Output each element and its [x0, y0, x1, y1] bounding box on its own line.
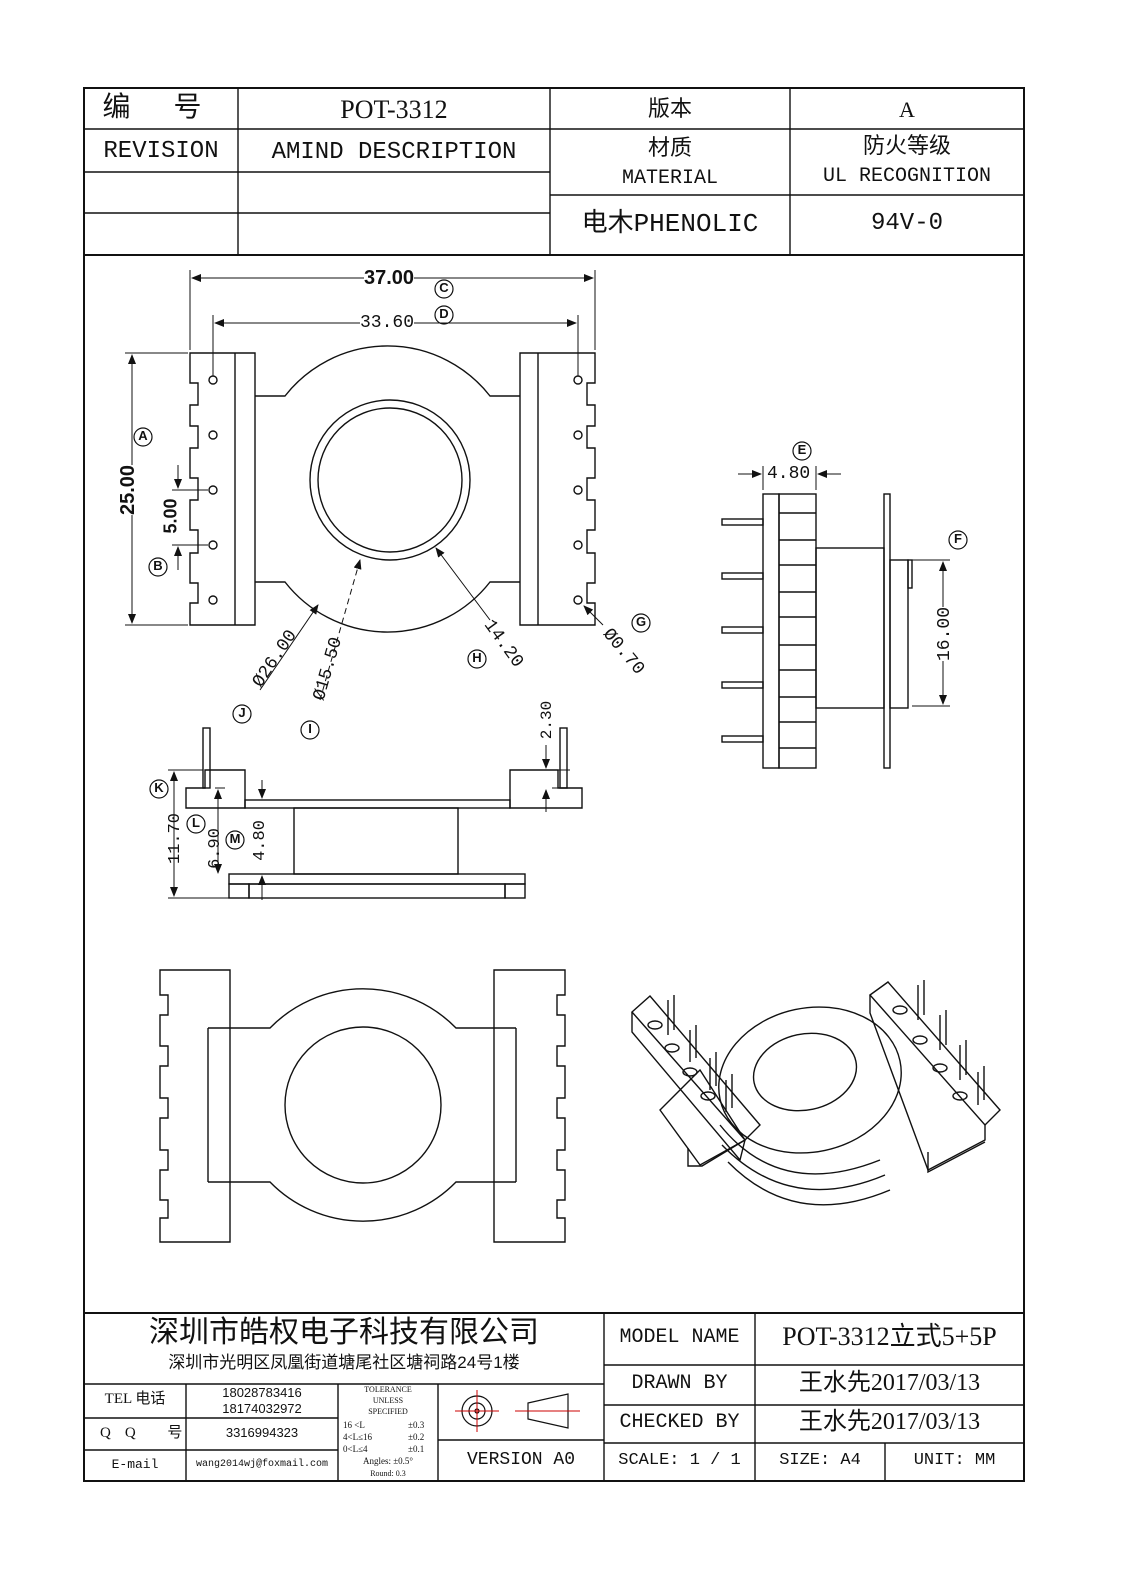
- part-no-label: 编 号: [102, 92, 220, 123]
- tolerance-value-2: ±0.2: [408, 1432, 425, 1442]
- ul-value: 94V-0: [870, 210, 943, 237]
- ul-label-en: UL RECOGNITION: [822, 165, 992, 188]
- footer-table-lines: [84, 1312, 1024, 1481]
- tel-1: 18028783416: [222, 1385, 302, 1400]
- header-table-lines: [84, 88, 1024, 256]
- dim-16: 16.00: [935, 606, 956, 662]
- tel-label: TEL 电话: [104, 1391, 166, 1407]
- version-label: 版本: [647, 96, 692, 121]
- scale: SCALE: 1 / 1: [618, 1451, 741, 1470]
- marker-c: C: [439, 280, 449, 295]
- drawn-by-label: DRAWN BY: [631, 1372, 728, 1395]
- revision-label: REVISION: [103, 138, 219, 165]
- marker-h: H: [472, 650, 482, 665]
- sheet-border: [83, 87, 1025, 1482]
- marker-k: K: [154, 780, 164, 795]
- side-view-dimensions: [738, 466, 950, 707]
- tolerance-value-1: ±0.3: [408, 1420, 425, 1430]
- material-value: 电木PHENOLIC: [581, 209, 759, 239]
- version-a0: VERSION A0: [466, 1450, 576, 1470]
- qq-label: QQ 号: [100, 1425, 197, 1441]
- material-label-en: MATERIAL: [621, 167, 718, 190]
- marker-j: J: [238, 705, 246, 720]
- email-address: wang2014wj@foxmail.com: [195, 1459, 329, 1470]
- marker-e: E: [797, 442, 807, 457]
- marker-d: D: [439, 306, 449, 321]
- checked-by: 王水先2017/03/13: [798, 1409, 981, 1435]
- ul-label-cn: 防火等级: [862, 133, 951, 158]
- tolerance-range-3: 0<L≤4: [343, 1444, 368, 1454]
- model-name-label: MODEL NAME: [619, 1326, 740, 1349]
- dim-11-7: 11.70: [166, 812, 186, 865]
- dim-4-8-front: 4.80: [250, 820, 270, 861]
- part-no: POT-3312: [340, 95, 448, 124]
- front-view-dimensions: [168, 745, 570, 900]
- drawn-by: 王水先2017/03/13: [798, 1370, 981, 1396]
- iso-view: [631, 980, 1001, 1206]
- projection-symbol: [455, 1390, 580, 1432]
- marker-g: G: [635, 614, 647, 629]
- dim-25: 25.00: [117, 464, 140, 516]
- tolerance-angles: Angles: ±0.5°: [362, 1456, 414, 1466]
- amind-description-label: AMIND DESCRIPTION: [271, 139, 517, 166]
- top-view: [189, 345, 596, 633]
- model-name: POT-3312立式5+5P: [782, 1322, 997, 1351]
- marker-f: F: [954, 531, 962, 546]
- top-view-dimensions: [125, 270, 604, 701]
- unit: UNIT: MM: [913, 1451, 996, 1470]
- marker-m: M: [229, 831, 241, 846]
- company-address: 深圳市光明区凤凰街道塘尾社区塘祠路24号1楼: [168, 1353, 520, 1372]
- tolerance-title-1: TOLERANCE: [364, 1385, 412, 1394]
- dim-33-6: 33.60: [360, 313, 415, 333]
- email-label: E-mail: [111, 1457, 159, 1472]
- dim-6-9: 6.90: [205, 828, 225, 869]
- marker-a: A: [138, 428, 148, 443]
- company-name: 深圳市皓权电子科技有限公司: [149, 1316, 539, 1349]
- marker-i: I: [308, 721, 312, 736]
- dim-2-3: 2.30: [538, 700, 557, 740]
- checked-by-label: CHECKED BY: [619, 1411, 740, 1434]
- marker-circles: [133, 279, 968, 850]
- tolerance-range-1: 16 <L: [343, 1420, 365, 1430]
- tolerance-title-2: UNLESS: [372, 1396, 404, 1405]
- dim-5: 5.00: [160, 498, 181, 534]
- qq-number: 3316994323: [225, 1425, 299, 1440]
- marker-b: B: [153, 558, 163, 573]
- tolerance-title-3: SPECIFIED: [368, 1407, 408, 1416]
- version-value: A: [899, 97, 915, 122]
- material-label-cn: 材质: [647, 135, 692, 160]
- tolerance-value-3: ±0.1: [408, 1444, 425, 1454]
- tolerance-range-2: 4<L≤16: [343, 1432, 373, 1442]
- dim-37: 37.00: [364, 267, 415, 289]
- side-view: [721, 493, 913, 769]
- dim-4-8-side: 4.80: [767, 464, 811, 484]
- marker-l: L: [192, 815, 200, 830]
- tel-2: 18174032972: [222, 1401, 302, 1416]
- bottom-view: [159, 969, 566, 1243]
- front-view: [185, 727, 583, 899]
- size: SIZE: A4: [779, 1451, 861, 1470]
- tolerance-round: Round: 0.3: [370, 1469, 406, 1478]
